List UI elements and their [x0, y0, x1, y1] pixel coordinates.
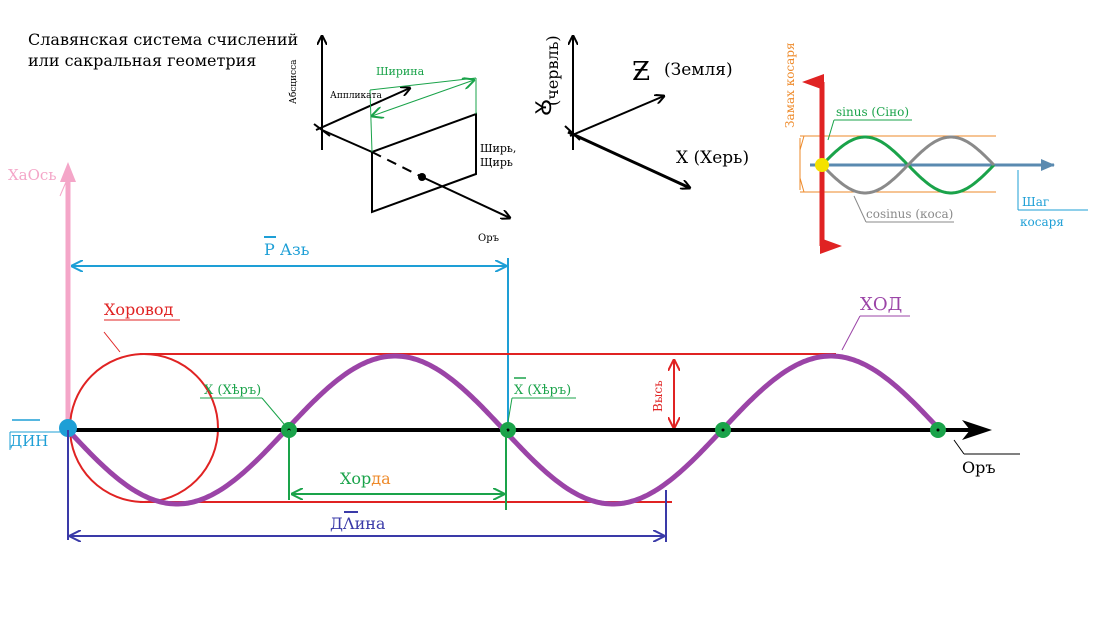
shir-label-1: Ширь, [480, 142, 516, 155]
sinus-leader [827, 119, 835, 141]
khorda-label-b: да [371, 469, 391, 488]
shag-label-1: Шаг [1022, 195, 1049, 209]
or-axis-solid-1 [321, 129, 373, 153]
or-axis-arrowhead [962, 420, 992, 440]
din-label: ДИН [10, 432, 48, 450]
trio-origin-cross [564, 125, 581, 141]
abscissa-label: Абсцисса [288, 59, 299, 104]
box-plane [371, 112, 477, 214]
title-line2: или сакральная геометрия [28, 51, 256, 70]
khaos-label: ХаОсь [8, 166, 57, 184]
din-origin [59, 419, 77, 437]
zamakh-label: Замах косаря [783, 42, 797, 128]
khaos-leader [59, 181, 67, 197]
or-leader [953, 439, 965, 455]
inset-origin-dot [815, 158, 829, 172]
zemlya-glyph: Ƶ [632, 57, 650, 87]
box-center-dot [418, 173, 426, 181]
zemlya-label: (Земля) [664, 60, 733, 80]
title-line1: Славянская система счислений [28, 30, 298, 49]
box-diagram: Абсцисса Аппликата Ширина Ширь, Щирь Оръ [288, 36, 516, 244]
cosinus-leader [853, 195, 867, 223]
zamakh-tick-top [799, 135, 805, 151]
x-kher2-label: X (Хѣръ) [514, 383, 571, 398]
khod-leader [841, 315, 861, 351]
shag-label-2: косаря [1020, 215, 1064, 229]
khorovod-leader [103, 331, 121, 353]
x-kher2-leader [507, 397, 513, 423]
or-small-label: Оръ [478, 233, 499, 244]
applicata-label: Аппликата [330, 91, 382, 101]
khorda-label: Хорда [340, 469, 391, 488]
dlina-label: ДΛина [330, 514, 386, 533]
wave-inset: Замах косаря sinus (Сіно) cosinus (коса)… [783, 42, 1088, 254]
khorda-label-a: Хор [340, 469, 371, 488]
x-kher1-leader [261, 397, 285, 425]
khorovod-label-first: Х [104, 300, 116, 319]
kher-axis [567, 130, 690, 188]
khorovod-label: Хоровод [104, 300, 174, 319]
or-label: Оръ [962, 458, 996, 477]
cherv-label: (червль) [543, 35, 562, 106]
or-axis-solid-2 [419, 175, 510, 218]
khod-label: ХОД [860, 294, 902, 315]
kher-label: X (Херь) [676, 148, 749, 168]
vys-label: Высь [651, 380, 665, 412]
sinus-label: sinus (Сіно) [836, 105, 909, 119]
node-3-dot [721, 428, 725, 432]
khaos-arrowhead [60, 162, 76, 182]
inset-cosinus-curve [820, 135, 996, 195]
node-2-dot [506, 428, 510, 432]
khorovod-label-rest: оровод [115, 300, 173, 319]
raz-label: Р Азь [264, 240, 310, 259]
zamakh-tick-bottom [799, 177, 805, 193]
shir-label-2: Щирь [480, 156, 513, 169]
or-axis-dashed [371, 151, 421, 177]
node-4-dot [936, 428, 940, 432]
zemlya-axis [569, 96, 664, 137]
x-kher1-label: X (Хѣръ) [204, 383, 261, 398]
width-arrow [372, 80, 474, 116]
cherv-glyph: Ꙋ [532, 99, 557, 116]
axes-trio: (червль) Ꙋ Ƶ (Земля) X (Херь) [532, 35, 749, 188]
width-label: Ширина [376, 65, 425, 78]
width-dimension-line [369, 77, 477, 91]
main-diagram: ХаОсь Р Азь Хоровод Высь ХОД [8, 162, 1020, 542]
cosinus-label: cosinus (коса) [866, 207, 953, 221]
